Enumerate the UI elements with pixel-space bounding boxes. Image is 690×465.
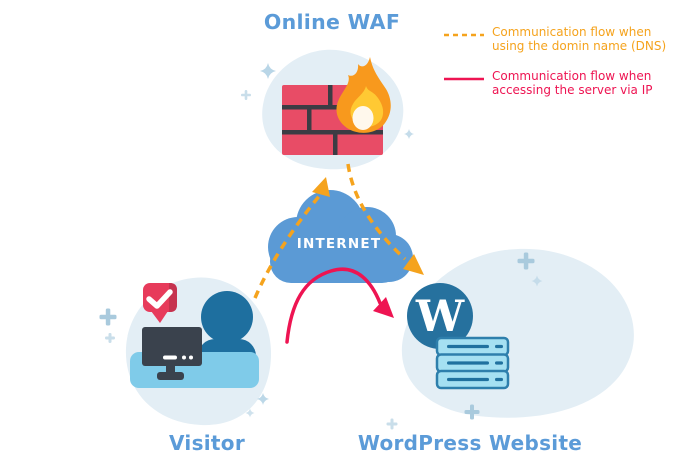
legend: Communication flow when using the domin … xyxy=(444,25,667,97)
legend-ip-line2: accessing the server via IP xyxy=(492,82,653,97)
wordpress-website-label: WordPress Website xyxy=(357,431,583,455)
brick-mortar-lines xyxy=(282,85,383,155)
legend-dns-text: Communication flow when using the domin … xyxy=(492,25,667,53)
dashed-line-swatch-icon xyxy=(444,33,484,37)
legend-item-ip-flow: Communication flow when accessing the se… xyxy=(444,69,666,97)
dns-flow-arrow-visitor-to-waf xyxy=(253,177,330,299)
monitor-icon xyxy=(142,327,202,380)
wordpress-illustration: W xyxy=(407,283,510,390)
solid-line-swatch-icon xyxy=(444,77,484,81)
firewall-icon xyxy=(282,57,391,155)
flame-icon xyxy=(336,57,391,133)
internet-label: INTERNET xyxy=(297,236,381,252)
checkmark-bubble-icon xyxy=(143,283,177,323)
legend-dns-line1: Communication flow when xyxy=(492,25,652,39)
internet-cloud-icon xyxy=(268,190,413,283)
plus-decoration xyxy=(99,252,535,420)
server-icon xyxy=(435,336,510,390)
legend-dns-line2: using the domin name (DNS) xyxy=(492,38,667,53)
legend-item-dns-flow: Communication flow when using the domin … xyxy=(444,25,667,53)
visitor-illustration xyxy=(130,283,259,388)
small-plus-decoration xyxy=(105,90,398,430)
visitor-label: Visitor xyxy=(168,431,245,455)
ip-flow-arrow-visitor-to-wordpress xyxy=(285,267,394,344)
page-title: Online WAF xyxy=(263,10,401,34)
wordpress-logo-icon xyxy=(407,283,473,349)
legend-ip-text: Communication flow when accessing the se… xyxy=(492,69,653,97)
wordpress-logo-glyph: W xyxy=(415,292,465,342)
dns-flow-arrow-waf-to-wordpress xyxy=(346,163,424,275)
sparkle-decoration xyxy=(245,63,543,418)
legend-ip-line1: Communication flow when xyxy=(492,69,652,83)
